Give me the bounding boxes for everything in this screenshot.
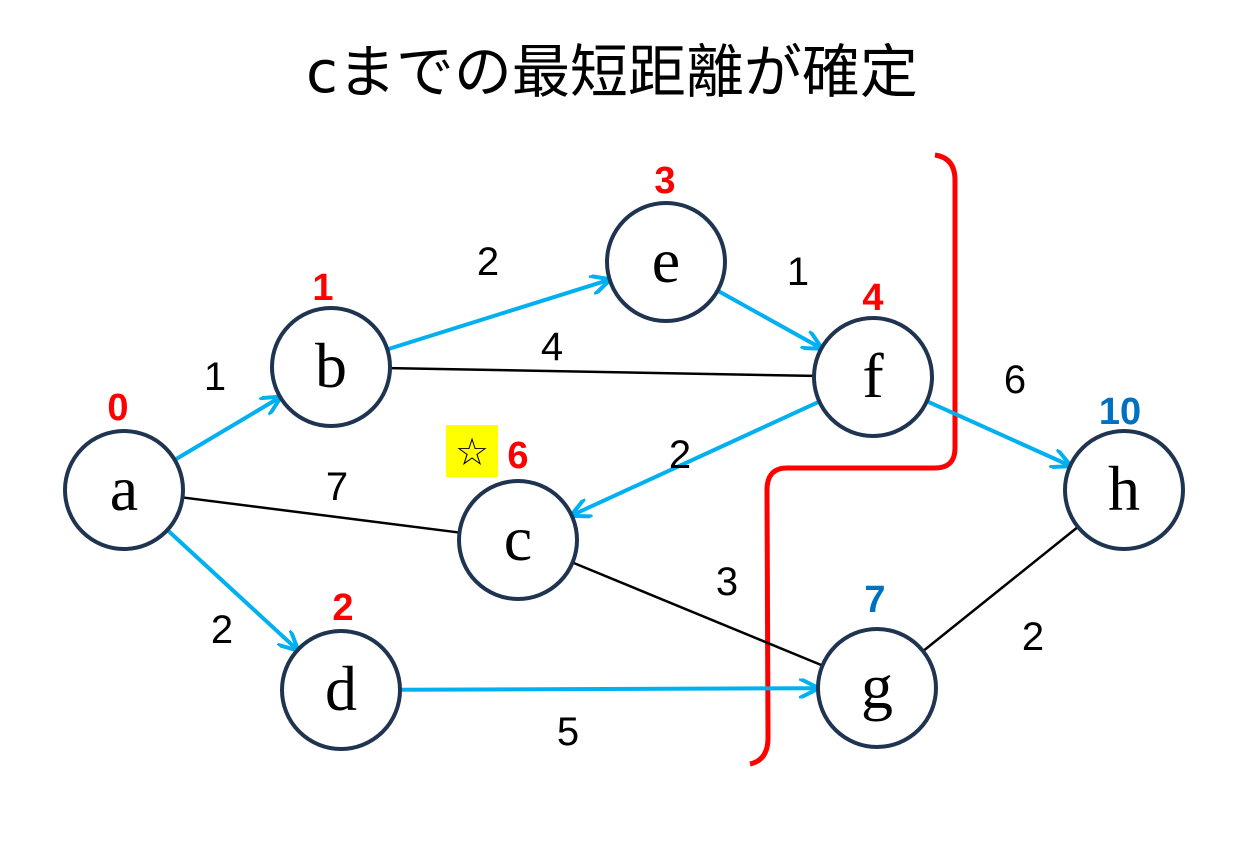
distance-label: 7: [864, 579, 885, 621]
distance-label: 4: [862, 277, 883, 319]
node-label: g: [861, 651, 893, 722]
edge-weight-f-h: 6: [1004, 358, 1026, 402]
edge-weight-d-g: 5: [557, 710, 579, 754]
star-icon: ☆: [455, 430, 489, 474]
edge-a-b: [173, 398, 280, 462]
edge-weight-a-d: 2: [211, 608, 233, 652]
edge-b-f: [389, 366, 814, 378]
node-circle: [63, 429, 185, 551]
node-h: h 10: [1063, 391, 1185, 551]
node-circle: [816, 627, 938, 749]
node-a: a0: [63, 387, 185, 551]
node-label: a: [110, 453, 138, 524]
node-circle: [812, 316, 934, 438]
node-label: b: [315, 330, 347, 401]
node-label: h: [1108, 453, 1140, 524]
node-label: c: [504, 503, 532, 574]
node-circle: [605, 201, 727, 323]
edge-f-c: [573, 399, 821, 515]
edge-c-g: [572, 561, 823, 667]
node-label: d: [325, 653, 357, 724]
node-e: e3: [605, 160, 727, 323]
node-circle: [457, 479, 579, 601]
node-label: f: [862, 340, 884, 411]
edge-weight-c-g: 3: [716, 560, 738, 604]
node-g: g7: [816, 579, 938, 749]
node-circle: [280, 629, 402, 751]
edge-weight-b-e: 2: [477, 240, 499, 284]
node-c: c 6 ☆: [446, 425, 579, 601]
node-d: d2: [280, 587, 402, 751]
edge-f-h: [925, 399, 1069, 465]
edge-weight-a-b: 1: [204, 355, 226, 399]
node-f: f4: [812, 277, 934, 438]
highlight-box: [446, 425, 498, 477]
cut-line: [749, 152, 958, 767]
node-circle: [270, 306, 392, 428]
edge-b-e: [386, 280, 608, 352]
distance-label: 1: [312, 267, 333, 309]
node-b: b1: [270, 267, 392, 428]
edge-weight-e-f: 1: [787, 250, 809, 294]
edge-weight-b-f: 4: [541, 325, 563, 369]
edge-weight-a-c: 7: [326, 465, 348, 509]
edge-a-c: [182, 496, 459, 534]
edge-e-f: [716, 288, 821, 348]
distance-label: 3: [654, 160, 675, 202]
distance-label: 0: [107, 387, 128, 429]
distance-label: 6: [507, 435, 528, 477]
slide-title: cまでの最短距離が確定: [306, 38, 918, 106]
node-circle: [1063, 429, 1185, 551]
distance-label: 2: [332, 587, 353, 629]
node-label: e: [652, 225, 680, 296]
edge-weight-f-c: 2: [669, 433, 691, 477]
edge-g-h: [922, 526, 1078, 653]
edge-a-d: [166, 528, 296, 649]
distance-label: 10: [1099, 391, 1141, 433]
edge-d-g: [399, 688, 817, 690]
edge-weight-g-h: 2: [1022, 615, 1044, 659]
